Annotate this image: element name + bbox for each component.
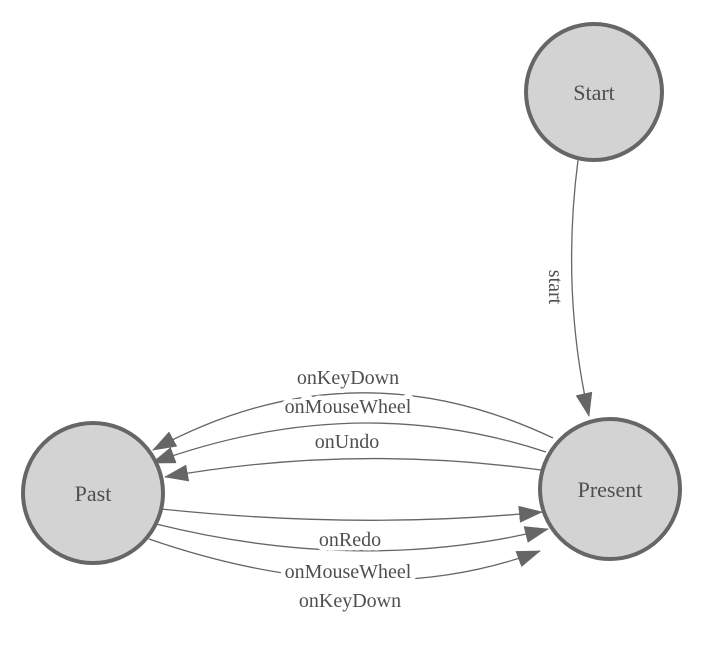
state-group-past: Past [21,421,165,565]
transition-onmousewheel-present-to-past [151,422,547,464]
state-label-start: Start [573,80,615,105]
transition-onmousewheel-past-to-present [155,523,549,552]
transition-label-onredo-past-to-present: onRedo [319,529,381,551]
transition-label-onkeydown-past-to-present: onKeyDown [299,590,401,612]
state-label-past: Past [75,481,112,506]
transition-label-onkeydown-present-to-past: onKeyDown [297,367,399,389]
transition-label-start-to-present: start [544,270,566,305]
transition-label-onmousewheel-present-to-past: onMouseWheel [285,396,412,418]
state-group-present: Present [538,417,682,561]
transition-onkeydown-present-to-past [152,392,554,451]
transition-onredo-past-to-present [160,505,543,523]
transition-onundo-present-to-past [164,457,542,482]
state-label-present: Present [578,477,643,502]
state-group-start: Start [524,22,664,162]
transition-start-to-present [570,159,593,417]
state-node-start [524,22,664,162]
transition-label-onmousewheel-past-to-present: onMouseWheel [285,561,412,583]
state-node-past [21,421,165,565]
transition-onkeydown-past-to-present [148,538,541,581]
transition-label-onundo-present-to-past: onUndo [315,431,379,453]
state-node-present [538,417,682,561]
